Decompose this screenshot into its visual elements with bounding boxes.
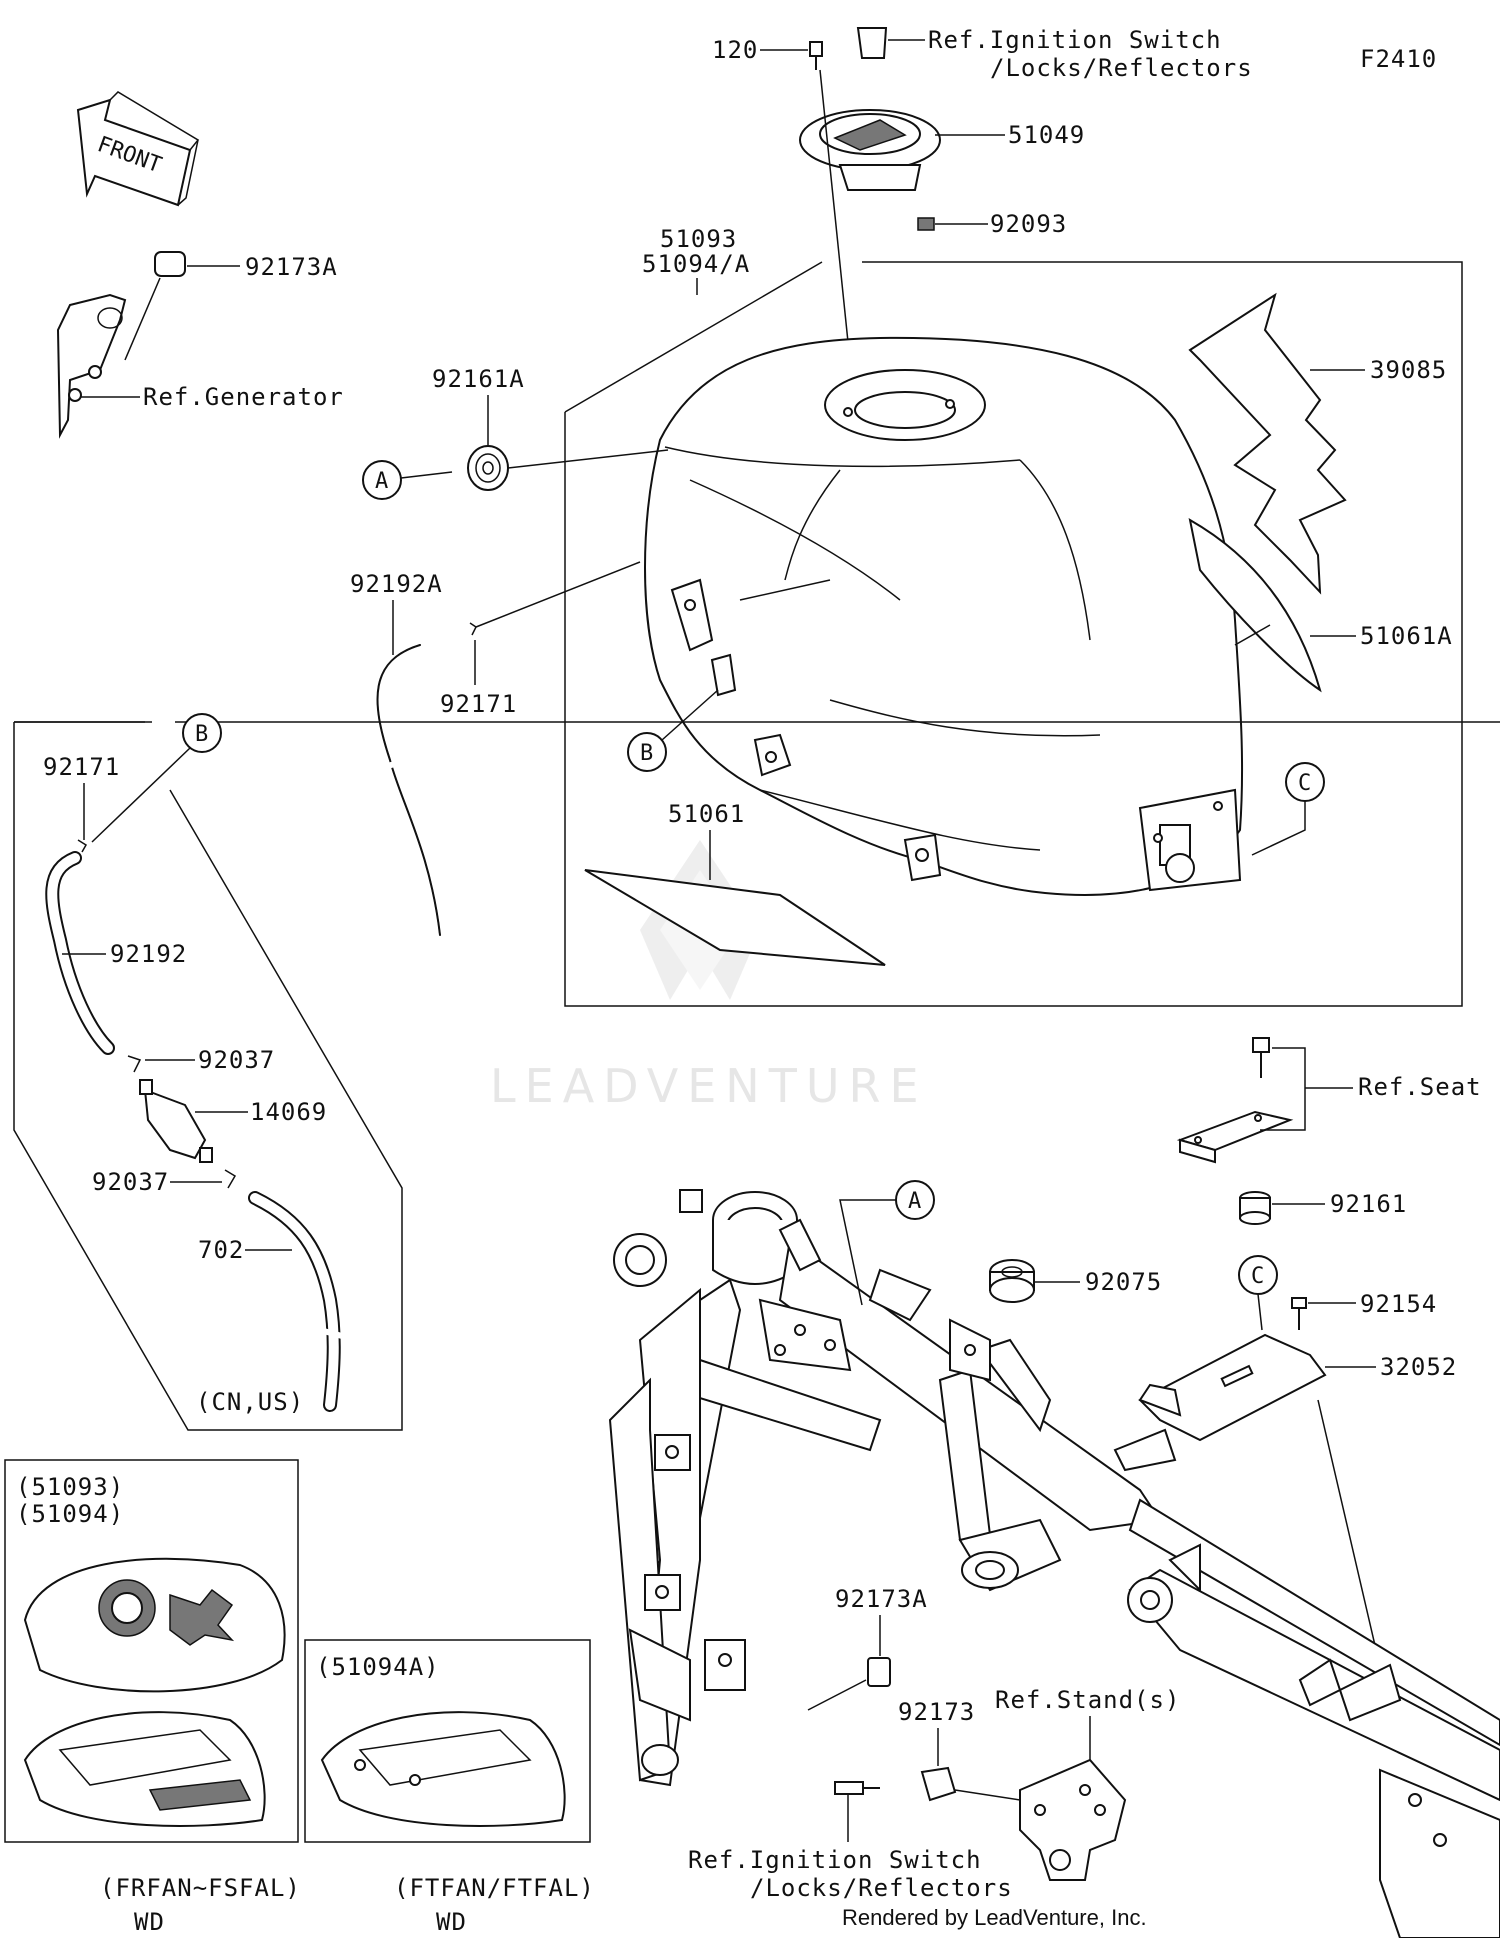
label-702: 702 [198, 1236, 244, 1264]
label-39085: 39085 [1370, 356, 1447, 384]
decal-51061a [1188, 518, 1322, 693]
label-51061: 51061 [668, 800, 745, 828]
label-51093: 51093 [660, 225, 737, 253]
label-92192: 92192 [110, 940, 187, 968]
label-92192a: 92192A [350, 570, 443, 598]
label-51049: 51049 [1008, 121, 1085, 149]
fuel-filter-14069 [143, 1088, 207, 1160]
label-92173: 92173 [898, 1698, 975, 1726]
label-92171-mid: 92171 [440, 690, 517, 718]
label-92075: 92075 [1085, 1268, 1162, 1296]
label-92093: 92093 [990, 210, 1067, 238]
label-ref-generator: Ref.Generator [143, 383, 344, 411]
label-92161: 92161 [1330, 1190, 1407, 1218]
callout-a-frame-label: A [908, 1189, 921, 1214]
nut-92173a [867, 1657, 891, 1687]
label-92171-box: 92171 [43, 753, 120, 781]
label-32052: 32052 [1380, 1353, 1457, 1381]
inset-left: (51093) (51094) (FRFAN~FSFAL) WD [4, 1459, 301, 1936]
inset-left-caption: WD [134, 1908, 165, 1936]
bracket-32052 [1113, 1297, 1327, 1472]
inset-left-line1: (51093) [16, 1473, 124, 1501]
stand-bracket [1019, 1758, 1127, 1881]
watermark-text: LEADVENTURE [490, 1059, 928, 1113]
label-51061a: 51061A [1360, 622, 1453, 650]
decal-51061 [584, 869, 886, 966]
inset-right-line1: (51094A) [316, 1653, 440, 1681]
main-frame [608, 1189, 1500, 1938]
label-92173a-top: 92173A [245, 253, 338, 281]
inset-right: (51094A) (FTFAN/FTFAL) WD [304, 1639, 595, 1936]
label-14069: 14069 [250, 1098, 327, 1126]
label-ref-stands: Ref.Stand(s) [995, 1686, 1180, 1714]
inset-left-variant: (FRFAN~FSFAL) [100, 1874, 301, 1902]
label-120: 120 [712, 36, 758, 64]
inset-left-line2: (51094) [16, 1500, 124, 1528]
callout-b-tank [627, 732, 667, 772]
label-51094a: 51094/A [642, 250, 750, 278]
callout-b-tank-label: B [640, 741, 653, 766]
callout-a-top [362, 460, 402, 500]
inset-right-variant: (FTFAN/FTFAL) [394, 1874, 595, 1902]
figure-code: F2410 [1360, 45, 1437, 73]
label-ref-seat: Ref.Seat [1358, 1073, 1482, 1101]
label-ref-ignition-bot-2: /Locks/Reflectors [750, 1874, 1013, 1902]
label-92173a-bottom: 92173A [835, 1585, 928, 1613]
label-92037-2: 92037 [92, 1168, 169, 1196]
fuel-tank [644, 336, 1244, 896]
callout-c-tank-label: C [1298, 771, 1311, 796]
callout-b-box [182, 713, 222, 753]
watermark: LEADVENTURE [490, 840, 928, 1113]
generator-bracket [56, 251, 186, 439]
label-ref-ignition-top-2: /Locks/Reflectors [990, 54, 1253, 82]
front-arrow: FRONT [76, 91, 200, 207]
label-92154: 92154 [1360, 1290, 1437, 1318]
callout-c-bottom-label: C [1251, 1264, 1264, 1289]
inset-right-caption: WD [436, 1908, 467, 1936]
tank-group-frame [564, 261, 1463, 1007]
callout-a-top-label: A [375, 469, 388, 494]
label-92161a: 92161A [432, 365, 525, 393]
callout-b-box-label: B [195, 722, 208, 747]
credit: Rendered by LeadVenture, Inc. [842, 1905, 1147, 1930]
cn-us-box [13, 721, 403, 1431]
decal-39085 [1188, 292, 1347, 595]
label-92037-1: 92037 [198, 1046, 275, 1074]
label-ref-ignition-bot-1: Ref.Ignition Switch [688, 1846, 982, 1874]
seat-bracket [1176, 1037, 1294, 1225]
label-region-cn-us: (CN,US) [196, 1388, 304, 1416]
fuel-cap-assembly [799, 27, 941, 411]
label-ref-ignition-top-1: Ref.Ignition Switch [928, 26, 1222, 54]
